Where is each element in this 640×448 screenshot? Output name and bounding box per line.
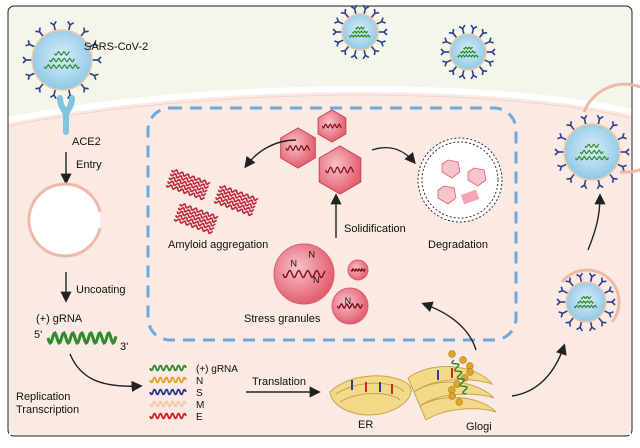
virion-free-2: [440, 24, 496, 80]
legend-label: N: [196, 376, 203, 387]
ace2-receptor-icon: [57, 95, 75, 135]
degradation-label: Degradation: [428, 239, 488, 251]
translation-label: Translation: [252, 376, 306, 388]
uncoating-label: Uncoating: [76, 284, 126, 296]
legend-label: E: [196, 412, 203, 423]
budding-membrane-top: [582, 82, 640, 174]
virion-entering: [22, 20, 102, 100]
granule-rna: [350, 267, 366, 273]
three-prime-label: 3': [120, 341, 128, 353]
n-protein-bead: [448, 392, 456, 400]
solid-granule-rna: [325, 166, 355, 174]
budding-membrane-bottom: [560, 268, 621, 323]
granule-rna: [282, 269, 326, 279]
replication-label: Replication: [16, 391, 70, 403]
stress-granule-box: [146, 106, 518, 342]
endosome-icon: [27, 182, 102, 258]
stress-granule: [273, 243, 335, 305]
budding-arrow: [511, 343, 567, 397]
solid-granule: [280, 127, 316, 169]
amyloid-fibril: [213, 185, 259, 217]
nucleocapsid-chain: [448, 350, 474, 406]
stress-granule: [331, 287, 369, 325]
n-protein-bead: [455, 398, 463, 406]
er-proteins: [351, 368, 453, 394]
entry-label: Entry: [76, 159, 102, 171]
five-prime-label: 5': [34, 329, 42, 341]
legend-label: M: [196, 400, 204, 411]
er-icon: [329, 375, 412, 416]
n-protein-label: N: [309, 250, 316, 260]
legend-label: S: [196, 388, 203, 399]
virus-label: SARS-CoV-2: [84, 41, 148, 53]
ace2-label: ACE2: [72, 136, 101, 148]
amyloid-fibril: [165, 169, 211, 201]
egress-arrow: [587, 193, 606, 251]
n-protein-bead: [459, 356, 467, 364]
solid-granule: [318, 145, 362, 195]
virion-free-1: [332, 4, 388, 60]
solid-granules-icon: [280, 109, 362, 195]
cell-membrane-inner: [8, 94, 632, 127]
solid-granule-rna: [321, 123, 342, 130]
grna-label: (+) gRNA: [36, 313, 83, 325]
replication-arrow: [69, 353, 143, 393]
transcription-label: Transcription: [16, 404, 79, 416]
n-protein-bead: [448, 350, 456, 358]
degradation-arrow: [371, 146, 416, 165]
genome-rna-wave: [46, 331, 118, 345]
stress-granules-icon: N N N N: [273, 243, 369, 325]
n-protein-bead: [453, 380, 461, 388]
legend-label: (+) gRNA: [196, 364, 238, 375]
amyloid-label: Amyloid aggregation: [168, 239, 268, 251]
legend-wave: [149, 376, 187, 384]
legend-wave: [149, 412, 187, 420]
solidification-label: Solidification: [344, 223, 406, 235]
granule-rna: [336, 302, 364, 310]
n-protein-label: N: [345, 296, 352, 306]
cell-membrane: [8, 86, 632, 123]
n-protein-label: N: [291, 259, 298, 269]
chain-rna: [450, 359, 469, 395]
amyloid-fibril-icon: [165, 169, 259, 235]
er-label: ER: [358, 419, 373, 431]
virion-budding-small: [556, 272, 616, 332]
solid-granule-rna: [285, 144, 311, 152]
amyloid-arrow: [244, 139, 297, 169]
assembly-arrow: [421, 301, 477, 351]
legend-wave: [149, 364, 187, 372]
stress-granules-label: Stress granules: [244, 313, 321, 325]
golgi-label: Glogi: [466, 421, 492, 433]
autophagosome-icon: [417, 137, 503, 223]
legend-wave: [149, 400, 187, 408]
legend-wave: [149, 388, 187, 396]
amyloid-fibril: [173, 203, 219, 235]
n-protein-bead: [466, 368, 474, 376]
virion-budding-large: [554, 114, 630, 190]
n-protein-label: N: [313, 275, 320, 285]
